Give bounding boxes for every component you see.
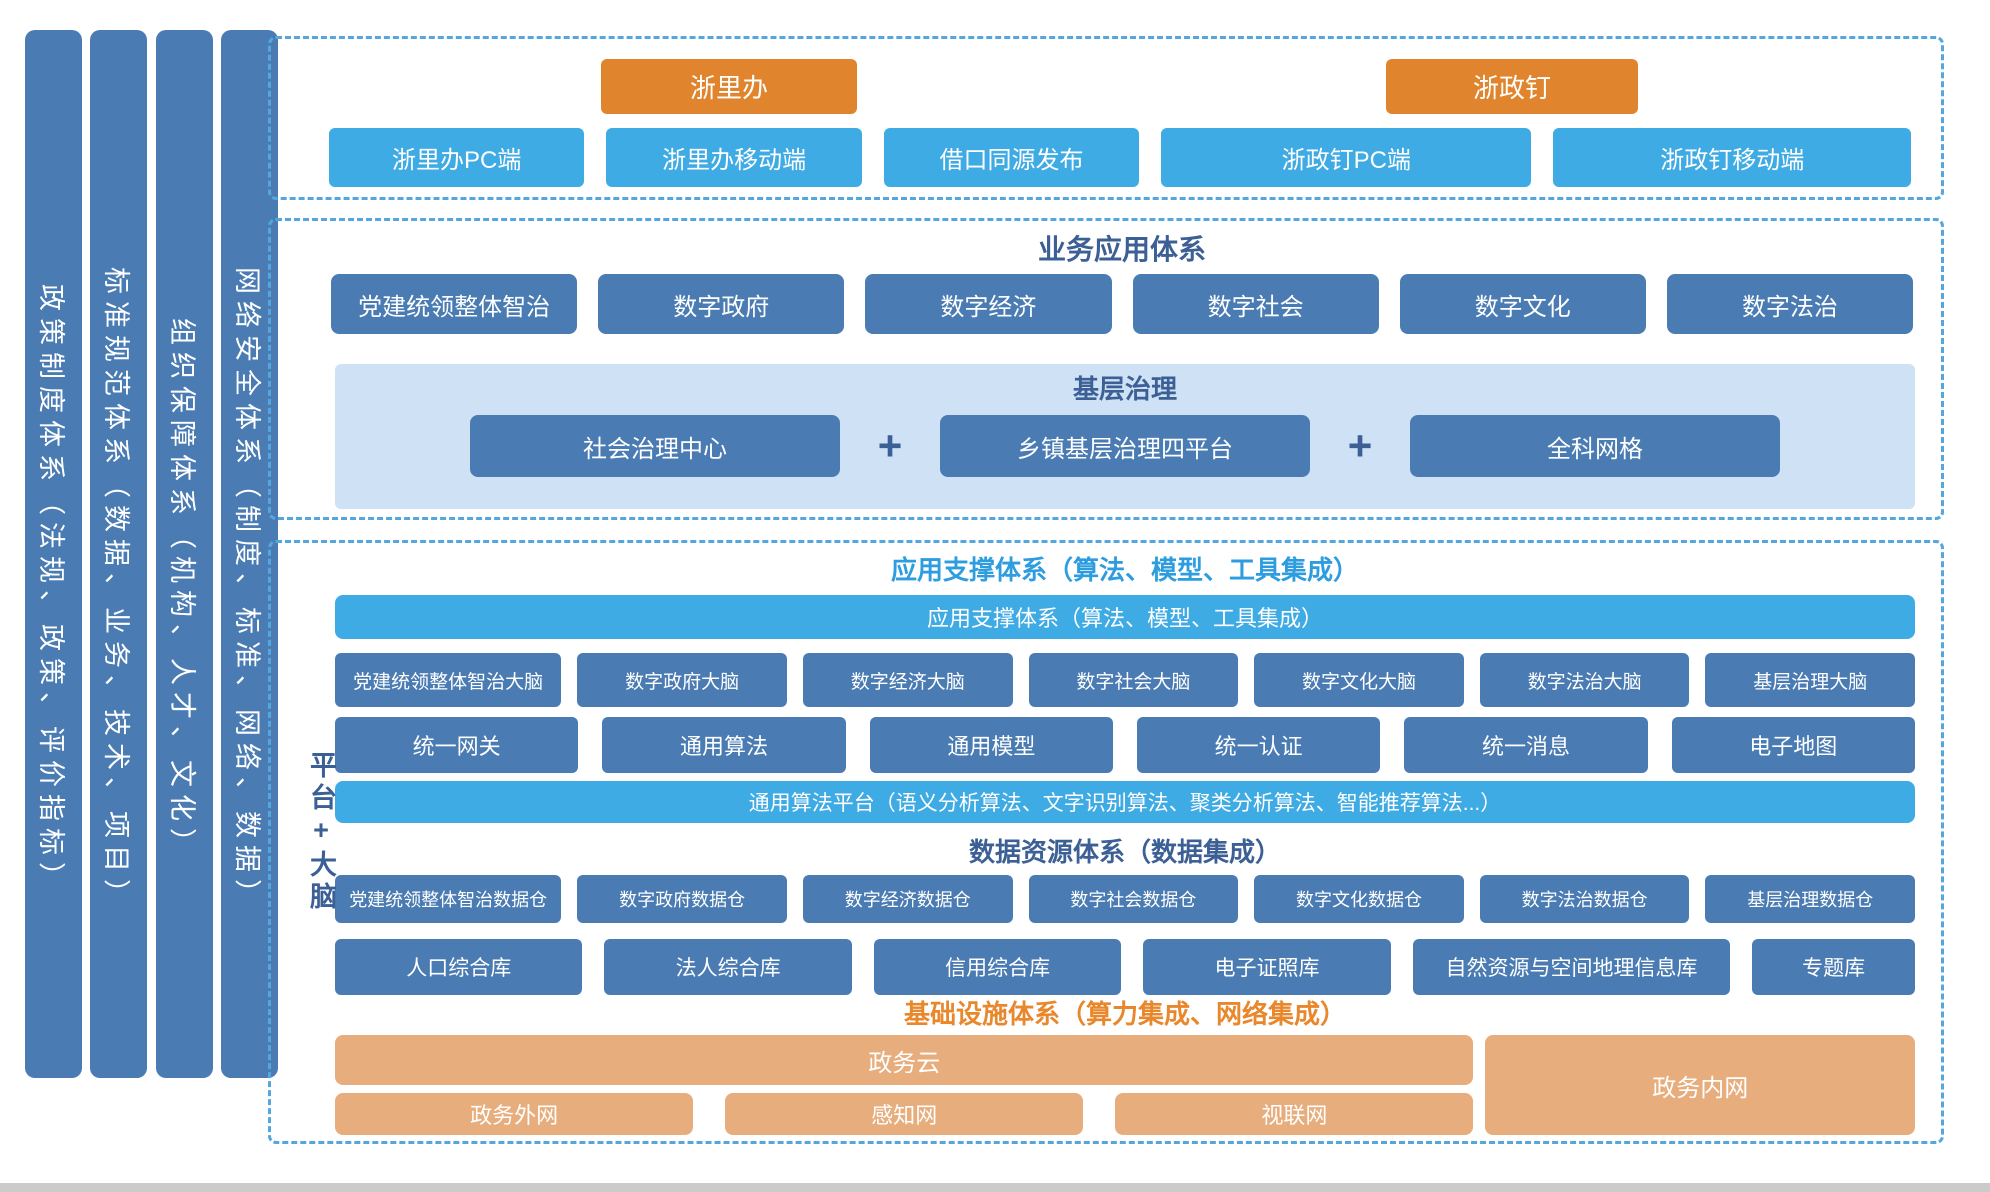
libraries-row: 人口综合库 法人综合库 信用综合库 电子证照库 自然资源与空间地理信息库 专题库 <box>335 939 1915 995</box>
infrastructure-area: 政务云 政务外网 感知网 视联网 政务内网 <box>335 1035 1915 1135</box>
business-app-society: 数字社会 <box>1132 274 1379 334</box>
business-section-title: 业务应用体系 <box>1037 234 1206 265</box>
networks-row: 政务外网 感知网 视联网 <box>335 1093 1474 1135</box>
platform-brain-label: 平台+大脑 <box>306 751 336 914</box>
brain-culture: 数字文化大脑 <box>1254 653 1464 707</box>
pillar-network-security-label: 网络安全体系（制度、标准、网络、数据） <box>232 267 262 913</box>
plus-sign: + <box>1347 422 1373 469</box>
grassroots-grid: 全科网格 <box>1410 415 1780 477</box>
warehouse-grassroots: 基层治理数据仓 <box>1705 875 1916 923</box>
platform-section: 平台+大脑 应用支撑体系（算法、模型、工具集成） 应用支撑体系（算法、模型、工具… <box>268 540 1944 1144</box>
zheliban-badge: 浙里办 <box>601 59 857 114</box>
warehouse-economy: 数字经济数据仓 <box>802 875 1013 923</box>
warehouse-law: 数字法治数据仓 <box>1479 875 1690 923</box>
infrastructure-left-column: 政务云 政务外网 感知网 视联网 <box>335 1035 1474 1135</box>
brain-government: 数字政府大脑 <box>577 653 787 707</box>
service-message: 统一消息 <box>1404 717 1648 773</box>
network-sensing: 感知网 <box>725 1093 1084 1135</box>
service-model: 通用模型 <box>869 717 1113 773</box>
channel-zlb-pc: 浙里办PC端 <box>329 128 585 187</box>
pillar-organization-system: 组织保障体系（机构、人才、文化） <box>156 30 213 1078</box>
service-auth: 统一认证 <box>1136 717 1381 773</box>
grassroots-row: 社会治理中心 + 乡镇基层治理四平台 + 全科网格 <box>335 415 1915 477</box>
business-apps-row: 党建统领整体智治 数字政府 数字经济 数字社会 数字文化 数字法治 <box>331 274 1914 334</box>
pillar-policy-system: 政策制度体系（法规、政策、评价指标） <box>25 30 82 1078</box>
general-algorithm-platform-bar: 通用算法平台（语义分析算法、文字识别算法、聚类分析算法、智能推荐算法...） <box>335 781 1915 823</box>
infrastructure-title: 基础设施体系（算力集成、网络集成） <box>903 999 1346 1029</box>
business-app-party: 党建统领整体智治 <box>331 274 578 334</box>
business-app-culture: 数字文化 <box>1399 274 1646 334</box>
pillar-policy-label: 政策制度体系（法规、政策、评价指标） <box>36 284 66 896</box>
channel-zlb-mobile: 浙里办移动端 <box>606 128 862 187</box>
warehouse-culture: 数字文化数据仓 <box>1254 875 1464 923</box>
business-app-law: 数字法治 <box>1666 274 1914 334</box>
channel-zzd-pc: 浙政钉PC端 <box>1161 128 1532 187</box>
zhezhengding-badge: 浙政钉 <box>1386 59 1638 114</box>
brains-row: 党建统领整体智治大脑 数字政府大脑 数字经济大脑 数字社会大脑 数字文化大脑 数… <box>335 653 1916 707</box>
bottom-gray-strip <box>0 1183 1990 1192</box>
service-gateway: 统一网关 <box>335 717 579 773</box>
brain-economy: 数字经济大脑 <box>802 653 1013 707</box>
brain-law: 数字法治大脑 <box>1479 653 1690 707</box>
grassroots-social-center: 社会治理中心 <box>470 415 840 477</box>
library-population: 人口综合库 <box>335 939 583 995</box>
channel-row: 浙里办PC端 浙里办移动端 借口同源发布 浙政钉PC端 浙政钉移动端 <box>329 128 1912 187</box>
library-certificate: 电子证照库 <box>1143 939 1391 995</box>
service-algorithm: 通用算法 <box>602 717 846 773</box>
support-section-title: 应用支撑体系（算法、模型、工具集成） <box>890 555 1359 585</box>
business-app-government: 数字政府 <box>598 274 845 334</box>
warehouse-society: 数字社会数据仓 <box>1028 875 1239 923</box>
government-intranet-block: 政务内网 <box>1485 1035 1915 1135</box>
network-video: 视联网 <box>1115 1093 1474 1135</box>
business-section: 业务应用体系 党建统领整体智治 数字政府 数字经济 数字社会 数字文化 数字法治… <box>268 218 1944 520</box>
pillar-standard-system: 标准规范体系（数据、业务、技术、项目） <box>90 30 147 1078</box>
warehouse-party: 党建统领整体智治数据仓 <box>335 875 562 923</box>
business-app-economy: 数字经济 <box>865 274 1112 334</box>
grassroots-panel: 基层治理 社会治理中心 + 乡镇基层治理四平台 + 全科网格 <box>335 364 1915 509</box>
warehouse-government: 数字政府数据仓 <box>577 875 787 923</box>
channel-zzd-mobile: 浙政钉移动端 <box>1553 128 1912 187</box>
pillar-standard-label: 标准规范体系（数据、业务、技术、项目） <box>101 267 131 913</box>
brain-society: 数字社会大脑 <box>1028 653 1239 707</box>
warehouses-row: 党建统领整体智治数据仓 数字政府数据仓 数字经济数据仓 数字社会数据仓 数字文化… <box>335 875 1916 923</box>
data-resource-title: 数据资源体系（数据集成） <box>968 837 1281 867</box>
library-credit: 信用综合库 <box>873 939 1122 995</box>
channel-interface-publish: 借口同源发布 <box>883 128 1140 187</box>
access-section: 浙里办 浙政钉 浙里办PC端 浙里办移动端 借口同源发布 浙政钉PC端 浙政钉移… <box>268 36 1944 200</box>
grassroots-township-platform: 乡镇基层治理四平台 <box>940 415 1310 477</box>
plus-sign: + <box>877 422 903 469</box>
pillar-organization-label: 组织保障体系（机构、人才、文化） <box>167 318 197 862</box>
grassroots-title: 基层治理 <box>1072 374 1177 404</box>
support-platform-bar: 应用支撑体系（算法、模型、工具集成） <box>335 595 1915 639</box>
library-legal-person: 法人综合库 <box>604 939 852 995</box>
service-map: 电子地图 <box>1671 717 1915 773</box>
library-special-topic: 专题库 <box>1752 939 1915 995</box>
services-row: 统一网关 通用算法 通用模型 统一认证 统一消息 电子地图 <box>335 717 1915 773</box>
government-cloud-bar: 政务云 <box>335 1035 1474 1085</box>
brain-party: 党建统领整体智治大脑 <box>335 653 562 707</box>
network-extranet: 政务外网 <box>335 1093 694 1135</box>
brain-grassroots: 基层治理大脑 <box>1705 653 1916 707</box>
library-natural-resource-geo: 自然资源与空间地理信息库 <box>1412 939 1731 995</box>
